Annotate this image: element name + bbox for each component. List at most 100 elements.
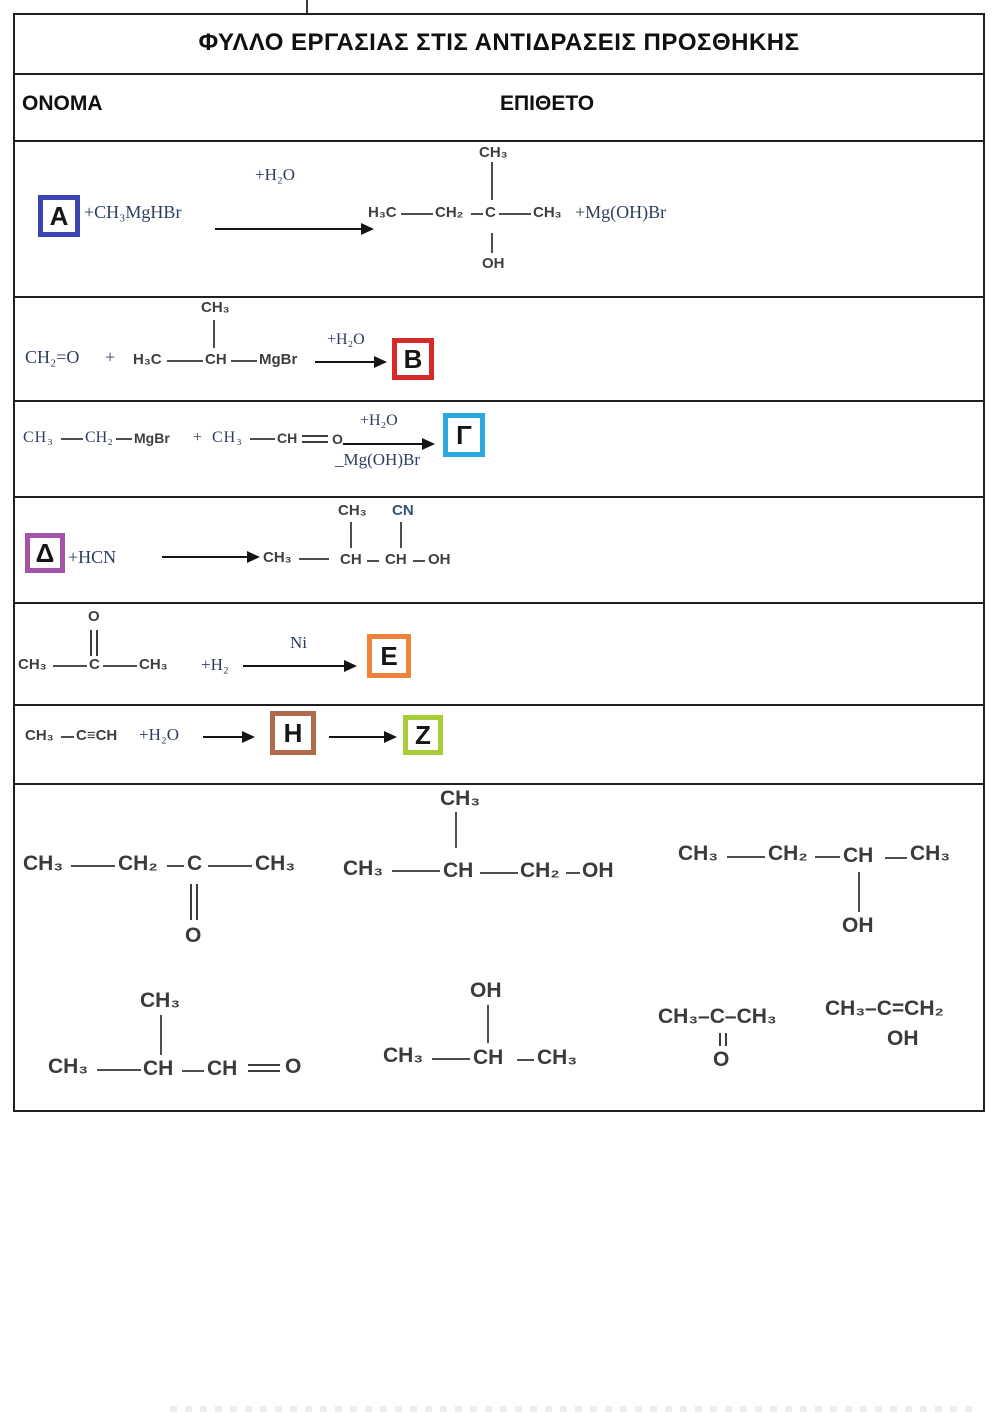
reaction-arrow xyxy=(243,660,357,672)
byproduct-a: +Mg(OH)Br xyxy=(575,202,667,222)
formula-fragment: CH₃ xyxy=(910,842,951,865)
reaction-row-d: Δ +HCN CH₃ CH CH OH CH₃ CN xyxy=(15,498,983,604)
formula-fragment: OH xyxy=(582,859,614,882)
col-header-name: ΟΝΟΜΑ xyxy=(22,92,103,115)
bond xyxy=(61,438,83,440)
col-header-surname: ΕΠΙΘΕΤΟ xyxy=(500,92,595,115)
bond xyxy=(167,360,203,362)
bond xyxy=(727,856,765,858)
catalyst-label: Ni xyxy=(290,633,307,652)
bond xyxy=(455,812,457,848)
formula-fragment: MgBr xyxy=(259,351,298,368)
bond xyxy=(491,233,493,253)
arrow-label-b: +H₂O xyxy=(327,331,365,348)
formula-fragment: CH₃ xyxy=(343,857,384,880)
formula-fragment: CH₂ xyxy=(85,429,113,446)
formula-fragment: O xyxy=(185,924,202,947)
bond xyxy=(299,558,329,560)
bond xyxy=(61,736,74,738)
bond xyxy=(858,872,860,912)
bond xyxy=(350,522,352,548)
formula-fragment: OH xyxy=(842,914,874,937)
reaction-arrow xyxy=(203,731,255,743)
formula-fragment: CH₃ xyxy=(537,1046,578,1069)
formula-fragment: CH₃ xyxy=(25,727,54,744)
formula-fragment: C≡CH xyxy=(76,727,118,744)
cropped-text-artifact xyxy=(170,1406,980,1412)
formula-fragment: CH₃ xyxy=(440,787,481,810)
plus-sign: + xyxy=(105,347,116,367)
bond xyxy=(432,1058,470,1060)
formula-fragment: O xyxy=(285,1055,302,1078)
formula-fragment: CH xyxy=(340,551,362,568)
formula-fragment: CH₃ xyxy=(212,429,243,446)
bond xyxy=(367,560,379,562)
formula-fragment: CH xyxy=(143,1057,174,1080)
bond xyxy=(566,872,580,874)
reaction-arrow xyxy=(315,356,387,368)
formula-acetone: CH₃–C–CH₃ xyxy=(658,1005,777,1028)
formula-fragment: CH₃ xyxy=(23,852,64,875)
formula-fragment: CH₃ xyxy=(18,656,47,673)
formula-fragment: CH xyxy=(385,551,407,568)
formula-fragment: CH₂ xyxy=(520,859,560,882)
reaction-row-a: Α +CH₃MgHBr +H₂O H₃C CH₂ C CH₃ CH₃ OH +M… xyxy=(15,142,983,298)
page-title: ΦΥΛΛΟ ΕΡΓΑΣΙΑΣ ΣΤΙΣ ΑΝΤΙΔΡΑΣΕΙΣ ΠΡΟΣΘΗΚΗ… xyxy=(198,29,800,56)
formula-fragment: CH xyxy=(443,859,474,882)
formula-fragment: MgBr xyxy=(134,430,170,446)
reagent-b1: CH₂=O xyxy=(25,347,80,367)
bond xyxy=(53,665,87,667)
letter-box-e: Ε xyxy=(367,634,411,678)
formula-fragment: CN xyxy=(392,502,414,519)
formula-fragment: O xyxy=(713,1048,730,1071)
arrow-label-a: +H₂O xyxy=(255,165,296,184)
arrow-label-bottom-g: _Mg(OH)Br xyxy=(335,450,420,469)
bond xyxy=(480,872,518,874)
reaction-arrow xyxy=(162,551,260,563)
scan-artifact-tick xyxy=(306,0,308,13)
formula-propenol: CH₃–C=CH₂ xyxy=(825,997,944,1020)
bond xyxy=(97,1069,141,1071)
formula-fragment: CH₃ xyxy=(140,989,181,1012)
formula-fragment: CH₃ xyxy=(338,502,367,519)
bond xyxy=(208,865,252,867)
letter-box-d: Δ xyxy=(25,533,65,573)
double-bond xyxy=(302,435,328,443)
formula-fragment: CH xyxy=(473,1046,504,1069)
double-bond xyxy=(248,1064,280,1072)
bond xyxy=(487,1005,489,1043)
reagent-a: +CH₃MgHBr xyxy=(84,202,182,222)
reagent-d: +HCN xyxy=(68,547,117,567)
formula-fragment: CH₃ xyxy=(533,204,562,221)
bond xyxy=(517,1059,534,1061)
arrow-label-top-g: +H₂O xyxy=(360,412,398,429)
header-row: ΟΝΟΜΑ ΕΠΙΘΕΤΟ xyxy=(15,75,983,142)
formula-fragment: C xyxy=(485,204,496,221)
formula-fragment: CH₃ xyxy=(255,852,296,875)
formula-fragment: CH₃ xyxy=(201,299,230,316)
formula-fragment: CH₃ xyxy=(139,656,168,673)
plus-sign: + xyxy=(193,429,203,446)
bond xyxy=(471,213,483,215)
formula-fragment: CH₃ xyxy=(678,842,719,865)
double-bond xyxy=(90,630,98,656)
reaction-row-b: CH₂=O + H₃C CH MgBr CH₃ +H₂O Β xyxy=(15,298,983,402)
bond xyxy=(71,865,115,867)
bond xyxy=(815,856,840,858)
bond xyxy=(250,438,275,440)
reaction-arrow xyxy=(329,731,397,743)
title-row: ΦΥΛΛΟ ΕΡΓΑΣΙΑΣ ΣΤΙΣ ΑΝΤΙΔΡΑΣΕΙΣ ΠΡΟΣΘΗΚΗ… xyxy=(15,15,983,75)
formula-fragment: CH₂ xyxy=(768,842,808,865)
bond xyxy=(182,1070,204,1072)
formula-fragment: CH xyxy=(277,430,298,446)
bond xyxy=(400,522,402,548)
formula-fragment: OH xyxy=(428,551,451,568)
reagent-hz: +H₂O xyxy=(139,725,180,744)
bond xyxy=(499,213,531,215)
reaction-arrow xyxy=(215,223,374,235)
formula-fragment: CH₃ xyxy=(383,1044,424,1067)
bond xyxy=(401,213,433,215)
formula-fragment: H₃C xyxy=(368,204,397,221)
formula-fragment: OH xyxy=(482,255,505,272)
